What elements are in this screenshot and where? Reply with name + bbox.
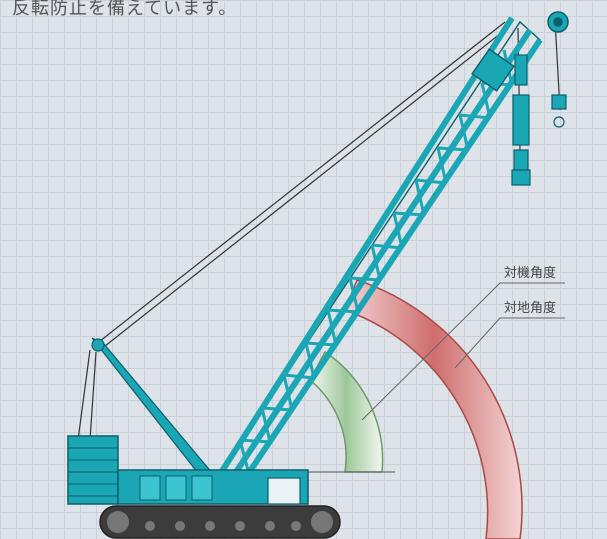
- machine-angle-label: 対機角度: [504, 266, 557, 281]
- machine-angle-leader: [361, 282, 565, 421]
- crawler-tracks: [99, 505, 341, 539]
- main-boom: [212, 11, 569, 488]
- ground-angle-leader: [454, 317, 565, 369]
- counterweight: [67, 435, 119, 505]
- ground-angle-label: 対地角度: [504, 301, 557, 316]
- hook-blocks: [511, 54, 567, 186]
- caption-text: 反転防止を備えています。: [12, 0, 238, 19]
- upper-structure: [117, 469, 309, 505]
